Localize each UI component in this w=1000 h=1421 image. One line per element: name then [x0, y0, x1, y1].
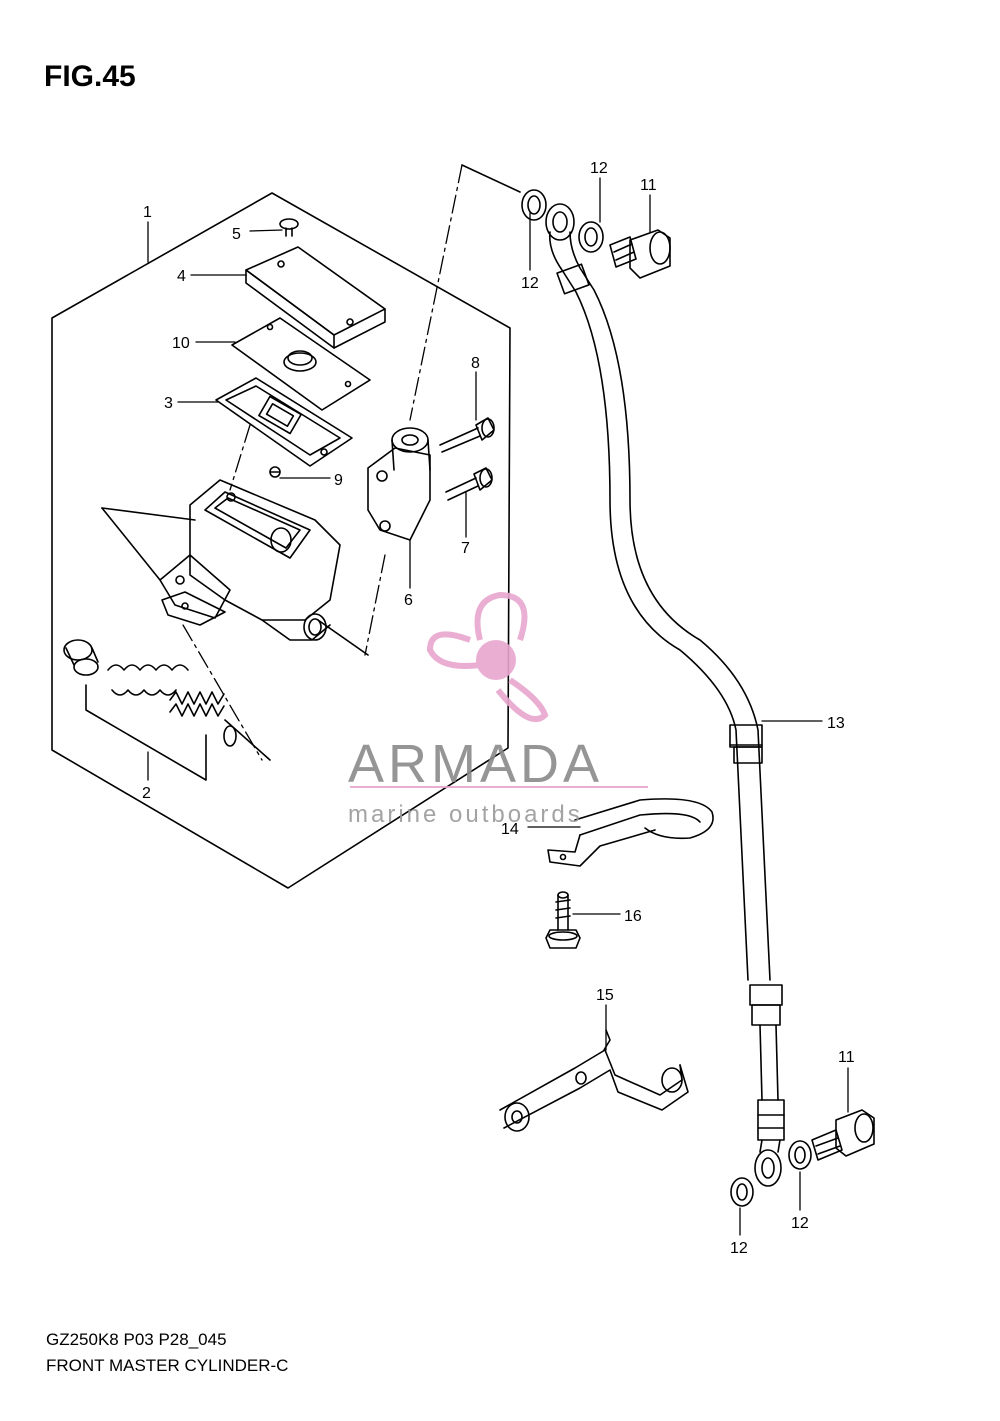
alignment-lines [182, 164, 463, 761]
callout-8: 8 [471, 355, 480, 372]
callout-15: 15 [596, 987, 614, 1004]
propeller-icon [426, 591, 549, 722]
callout-12-bottom-left: 12 [730, 1240, 748, 1257]
kit-bracket [85, 684, 207, 781]
watermark-brand: ARMADA [348, 734, 603, 794]
propeller-hub-icon [476, 640, 516, 680]
hose-clamp-part [547, 798, 714, 867]
bolt-16-part [545, 891, 581, 949]
master-cylinder-part [159, 479, 341, 641]
callout-12-bottom-right: 12 [791, 1215, 809, 1232]
callout-11-top: 11 [640, 177, 657, 194]
callout-11-bottom: 11 [838, 1049, 855, 1066]
callout-13: 13 [827, 715, 845, 732]
callout-7: 7 [461, 540, 470, 557]
leader-lines [147, 177, 849, 1236]
bolt-7-part [445, 467, 493, 501]
top-banjo-part [521, 189, 604, 253]
assembly-outline [51, 192, 511, 889]
plate-part [231, 317, 371, 411]
callout-labels: 1 5 4 10 3 9 8 7 6 2 12 11 12 13 14 16 1… [142, 160, 855, 1257]
cap-screw-part [279, 218, 299, 237]
figure-title: FIG.45 [44, 60, 136, 93]
callout-1: 1 [143, 204, 152, 221]
callout-4: 4 [177, 268, 186, 285]
callout-10: 10 [172, 335, 190, 352]
bottom-union-bolt-part [811, 1109, 875, 1161]
frame-leader [461, 164, 521, 193]
callout-16: 16 [624, 908, 642, 925]
callout-2: 2 [142, 785, 151, 802]
small-screw-part [269, 466, 281, 478]
piston-kit-part [63, 639, 237, 747]
callout-12-top-left: 12 [521, 275, 539, 292]
bottom-banjo-part [730, 1139, 812, 1207]
callout-5: 5 [232, 226, 241, 243]
footer-caption: FRONT MASTER CYLINDER-C [46, 1356, 289, 1375]
footer-code: GZ250K8 P03 P28_045 [46, 1330, 227, 1349]
clamp-part [367, 427, 431, 541]
bracket-part [499, 1029, 689, 1132]
callout-3: 3 [164, 395, 173, 412]
callout-9: 9 [334, 472, 343, 489]
reservoir-cap-part [245, 246, 386, 349]
top-union-bolt-part [609, 229, 671, 279]
callout-12-top-right: 12 [590, 160, 608, 177]
callout-14: 14 [501, 821, 519, 838]
watermark-tagline: marine outboards [348, 801, 583, 828]
watermark-logo: ARMADA marine outboards [348, 591, 648, 828]
body-guide-lines [101, 507, 369, 761]
callout-6: 6 [404, 592, 413, 609]
diaphragm-part [215, 377, 353, 467]
brake-hose-part [548, 231, 785, 1141]
bolt-8-part [439, 417, 495, 453]
